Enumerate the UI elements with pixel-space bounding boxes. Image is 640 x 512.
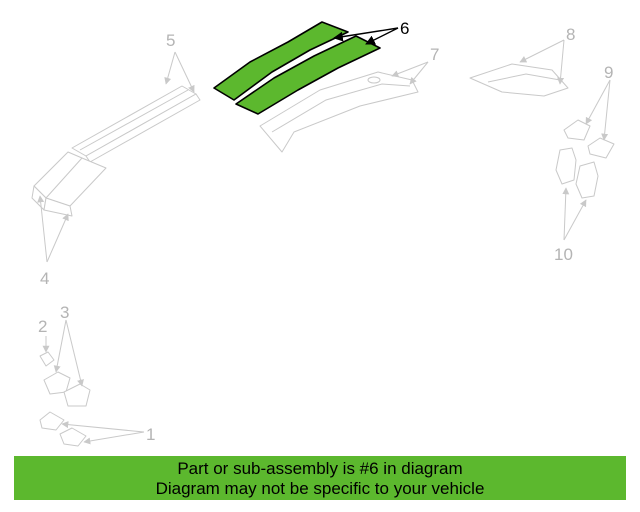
callout-5-leader xyxy=(164,51,176,85)
part-10-clip[interactable] xyxy=(555,147,599,199)
callout-4-leader xyxy=(46,213,69,263)
callout-5-leader xyxy=(174,51,195,93)
banner-line-disclaimer: Diagram may not be specific to your vehi… xyxy=(155,479,485,498)
part-5-panel[interactable] xyxy=(71,85,201,163)
callout-7: 7 xyxy=(430,45,439,64)
part-1-clip[interactable] xyxy=(39,411,87,447)
callout-2: 2 xyxy=(38,317,47,336)
callout-8: 8 xyxy=(566,25,575,44)
callout-3-leader xyxy=(53,319,67,373)
part-6-strip-lower[interactable] xyxy=(235,35,381,115)
info-banner: Part or sub-assembly is #6 in diagram Di… xyxy=(14,456,626,500)
part-6-highlighted[interactable] xyxy=(213,21,381,115)
callout-6-leader xyxy=(333,27,399,42)
part-8-panel[interactable] xyxy=(469,63,569,97)
banner-line-part: Part or sub-assembly is #6 in diagram xyxy=(177,459,463,478)
part-9-bracket[interactable] xyxy=(563,119,615,159)
callout-7-leader xyxy=(409,61,429,85)
callout-8-leader xyxy=(557,39,565,85)
parts-diagram: 5 4 6 7 8 9 10 xyxy=(31,19,615,447)
part-7-panel[interactable] xyxy=(259,71,419,153)
callout-3: 3 xyxy=(60,303,69,322)
callout-1-leader xyxy=(83,431,145,445)
part-2-clip[interactable] xyxy=(39,351,55,367)
callout-10-leader xyxy=(562,187,570,241)
callout-1-leader xyxy=(61,421,145,433)
callout-9-leader xyxy=(585,79,611,125)
callout-8-leader xyxy=(519,39,565,63)
callout-1: 1 xyxy=(146,425,155,444)
callout-4: 4 xyxy=(40,269,49,288)
callout-3-leader xyxy=(65,319,84,387)
part-3-bracket[interactable] xyxy=(43,371,91,407)
callout-5: 5 xyxy=(166,31,175,50)
callout-9-leader xyxy=(601,79,611,141)
callout-7-leader xyxy=(391,61,429,77)
callout-6-leader xyxy=(365,27,399,45)
callout-9: 9 xyxy=(604,63,613,82)
callout-10-leader xyxy=(563,199,587,241)
part-4-bracket[interactable] xyxy=(31,151,107,217)
callout-6: 6 xyxy=(400,19,409,38)
callout-4-leader xyxy=(37,195,48,263)
callout-10: 10 xyxy=(554,245,573,264)
part-6-strip-upper[interactable] xyxy=(213,21,349,101)
